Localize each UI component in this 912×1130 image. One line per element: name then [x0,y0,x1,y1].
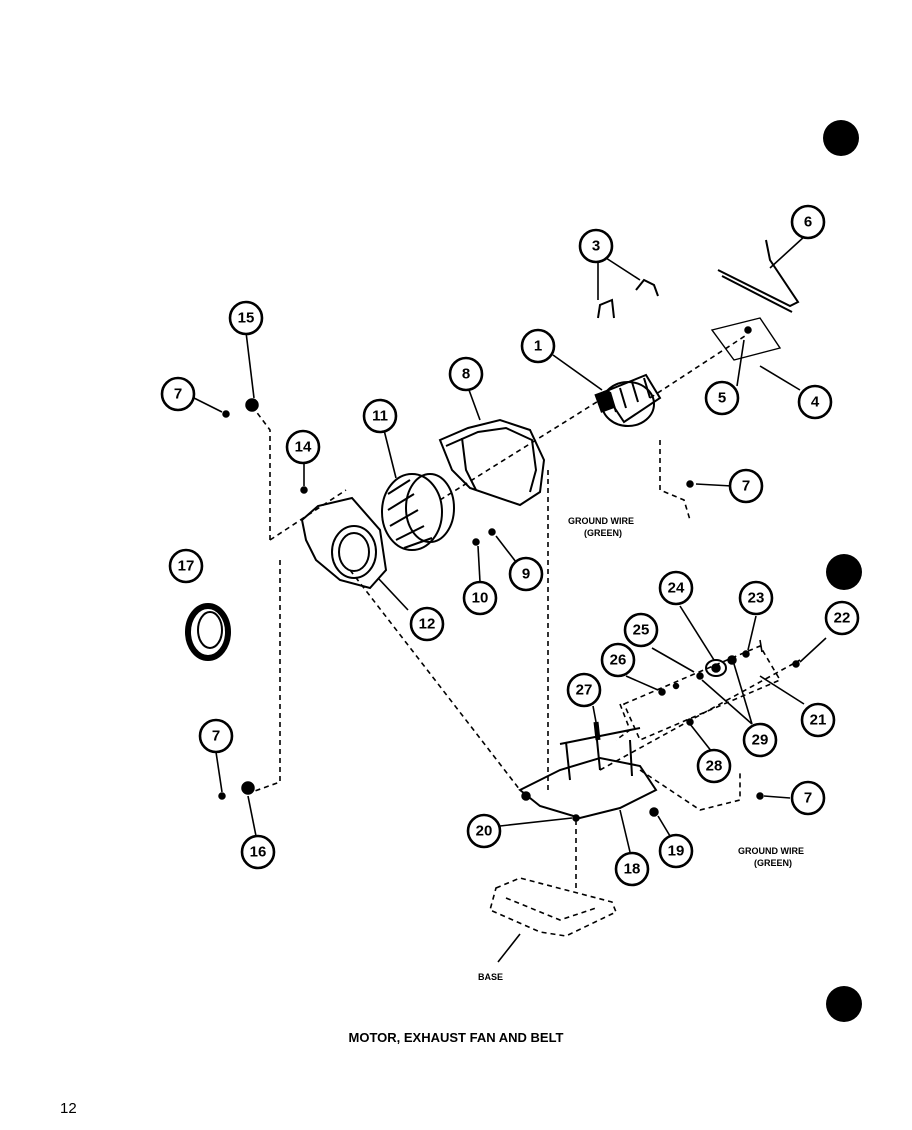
callout-6: 6 [790,204,826,240]
svg-text:1: 1 [534,338,542,355]
callout-22: 22 [824,600,860,636]
callout-20: 20 [466,813,502,849]
svg-text:4: 4 [811,394,820,411]
svg-text:12: 12 [419,616,436,633]
svg-text:26: 26 [610,652,627,669]
bracket-part [710,317,782,361]
svg-text:8: 8 [462,366,470,383]
callout-17: 17 [168,548,204,584]
callout-7-d: 7 [790,780,826,816]
hardware-dots [218,398,800,822]
callout-7-c: 7 [198,718,234,754]
callout-16: 16 [240,834,276,870]
ground-wire-color-label-1: (GREEN) [584,528,622,538]
callout-7-b: 7 [728,468,764,504]
callout-3: 3 [578,228,614,264]
svg-text:20: 20 [476,823,493,840]
callout-18: 18 [614,851,650,887]
svg-text:18: 18 [624,861,641,878]
svg-text:24: 24 [668,580,685,597]
callout-5: 5 [704,380,740,416]
clips-part [597,278,659,319]
svg-text:29: 29 [752,732,769,749]
ground-wire-label-1: GROUND WIRE [568,516,634,526]
svg-text:27: 27 [576,682,593,699]
svg-text:21: 21 [810,712,827,729]
svg-text:9: 9 [522,566,530,583]
callout-24: 24 [658,570,694,606]
fan-cover-part [300,496,388,590]
callout-29: 29 [742,722,778,758]
blower-wheel-part [381,473,455,551]
callout-28: 28 [696,748,732,784]
base-label: BASE [478,972,503,982]
callout-21: 21 [800,702,836,738]
svg-text:28: 28 [706,758,723,775]
svg-text:15: 15 [238,310,255,327]
panel-outline [622,644,782,742]
motor-part [594,373,662,427]
callout-19: 19 [658,833,694,869]
svg-text:17: 17 [178,558,195,575]
svg-text:16: 16 [250,844,267,861]
callout-23: 23 [738,580,774,616]
callout-12: 12 [409,606,445,642]
svg-text:7: 7 [212,728,220,745]
svg-text:19: 19 [668,843,685,860]
belt-part [717,239,800,313]
assembly-lines [251,333,801,890]
svg-text:23: 23 [748,590,765,607]
callout-27: 27 [566,672,602,708]
svg-text:22: 22 [834,610,851,627]
svg-text:3: 3 [592,238,600,255]
svg-text:11: 11 [372,408,388,425]
registration-dot-bottom [826,986,862,1022]
callout-15: 15 [228,300,264,336]
svg-text:7: 7 [174,386,182,403]
callout-26: 26 [600,642,636,678]
diagram-title: MOTOR, EXHAUST FAN AND BELT [348,1030,564,1045]
seal-ring-part [185,603,231,661]
callout-1: 1 [520,328,556,364]
callout-25: 25 [623,612,659,648]
registration-dot-top [823,120,859,156]
callout-9: 9 [508,556,544,592]
callout-4: 4 [797,384,833,420]
callout-11: 11 [362,398,398,434]
registration-dot-middle [826,554,862,590]
ground-wire-color-label-2: (GREEN) [754,858,792,868]
callout-7-a: 7 [160,376,196,412]
callout-8: 8 [448,356,484,392]
callout-14: 14 [285,429,321,465]
callout-10: 10 [462,580,498,616]
svg-text:7: 7 [742,478,750,495]
base-part [489,877,618,937]
svg-text:25: 25 [633,622,650,639]
svg-text:6: 6 [804,214,812,231]
fan-housing-part [438,418,546,507]
page-number: 12 [60,1100,77,1117]
ground-wire-label-2: GROUND WIRE [738,846,804,856]
svg-text:5: 5 [718,390,726,407]
svg-text:14: 14 [295,439,312,456]
motor-mount-part [518,727,658,820]
svg-text:7: 7 [804,790,812,807]
svg-text:10: 10 [472,590,489,607]
leader-lines [193,235,827,963]
